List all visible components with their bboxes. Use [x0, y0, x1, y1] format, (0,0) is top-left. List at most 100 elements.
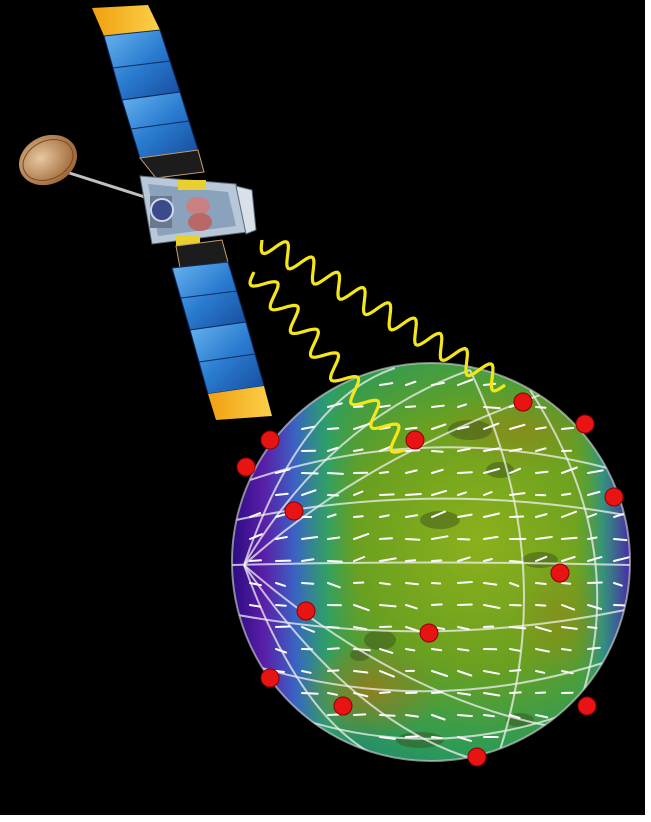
wind-arrow — [353, 648, 371, 652]
ground-station-icon — [575, 414, 595, 434]
wind-arrow — [353, 515, 364, 518]
wind-arrow — [457, 670, 473, 677]
wind-arrow — [535, 582, 547, 585]
ground-station-icon — [236, 457, 256, 477]
wind-arrow — [275, 648, 288, 654]
ground-station-icon — [577, 696, 597, 716]
wind-arrow — [301, 558, 315, 562]
wind-arrow — [353, 448, 364, 452]
wind-arrow — [561, 556, 576, 562]
wind-arrow — [301, 692, 319, 695]
earth-globe — [231, 362, 631, 762]
wind-arrow — [301, 536, 319, 540]
ground-stations — [236, 392, 624, 767]
wind-arrow — [379, 670, 395, 678]
wind-arrow — [613, 556, 630, 562]
wind-arrow — [301, 670, 312, 674]
wind-arrow — [431, 489, 448, 496]
wind-arrow — [431, 381, 445, 386]
solar-panel-upper — [92, 5, 205, 179]
wind-arrow — [561, 626, 578, 630]
wind-arrow — [431, 423, 447, 430]
wind-arrow — [535, 426, 547, 430]
wind-arrow — [457, 513, 473, 518]
wind-arrow — [613, 582, 623, 587]
wind-arrow — [431, 559, 443, 562]
wind-arrow — [483, 692, 501, 697]
wind-arrow — [561, 604, 576, 611]
wind-arrow — [405, 538, 421, 541]
wind-arrow — [327, 647, 340, 650]
wind-arrow — [327, 536, 341, 540]
wind-arrow — [353, 423, 371, 430]
wind-arrow — [379, 648, 394, 654]
wind-arrow — [509, 669, 522, 672]
wind-arrow — [483, 467, 501, 474]
wind-arrow — [457, 491, 467, 496]
wind-arrow — [483, 625, 495, 628]
wave-signal-icon — [259, 239, 506, 393]
wind-arrow — [431, 535, 449, 540]
wind-arrow — [509, 560, 524, 563]
ground-station-icon — [333, 696, 353, 716]
wind-arrow — [431, 648, 443, 652]
wind-arrow — [587, 646, 601, 650]
wind-arrow — [327, 402, 343, 408]
wind-arrow — [327, 692, 338, 696]
wind-arrow — [405, 626, 421, 633]
wind-arrow — [535, 555, 548, 562]
ground-station-icon — [284, 501, 304, 521]
wind-arrow — [535, 626, 552, 633]
wind-arrow — [535, 447, 547, 452]
wind-arrow — [457, 471, 473, 474]
wind-arrow — [379, 736, 396, 740]
ground-station-icon — [260, 430, 280, 450]
wind-arrow — [249, 559, 263, 562]
wind-arrow — [483, 535, 499, 540]
wind-arrow — [561, 670, 574, 675]
ground-station-icon — [419, 623, 439, 643]
wind-arrow — [561, 466, 578, 474]
wind-arrow — [457, 581, 473, 584]
wind-arrow — [483, 512, 500, 518]
wind-arrow — [535, 670, 546, 674]
wind-arrow — [457, 447, 471, 452]
wind-arrow — [353, 581, 365, 584]
signal-waves — [248, 239, 506, 454]
wind-arrow — [353, 532, 370, 540]
wind-arrow — [405, 405, 417, 408]
wind-arrow — [431, 404, 445, 408]
wind-arrow — [431, 670, 449, 677]
wind-arrow — [275, 468, 291, 474]
wind-arrow — [431, 736, 443, 740]
wind-arrow — [353, 713, 367, 716]
wind-arrow — [405, 449, 421, 452]
wind-arrow — [405, 735, 419, 738]
wind-arrow — [327, 560, 343, 563]
wind-arrow — [483, 670, 500, 675]
wind-arrow — [587, 626, 598, 629]
wind-arrow — [457, 626, 470, 631]
wind-arrow — [379, 471, 390, 474]
wind-arrow — [561, 492, 572, 496]
wind-arrow — [301, 582, 315, 585]
wind-vectors — [249, 378, 630, 742]
wind-arrow — [379, 691, 391, 694]
wind-arrow — [431, 510, 446, 518]
ground-station-icon — [550, 563, 570, 583]
wind-arrow — [405, 604, 418, 610]
wind-arrow — [301, 626, 315, 633]
wind-arrow — [353, 626, 368, 631]
wind-arrow — [405, 559, 417, 562]
wind-arrow — [457, 538, 471, 541]
wind-arrow — [275, 582, 286, 587]
wind-arrow — [457, 378, 474, 386]
wind-arrow — [509, 714, 521, 719]
wind-arrow — [561, 536, 578, 540]
ground-station-icon — [604, 487, 624, 507]
wind-arrow — [535, 513, 548, 518]
wind-arrow — [431, 691, 443, 694]
wind-arrow — [379, 382, 394, 386]
satellite-body — [139, 175, 257, 246]
wind-arrow — [431, 714, 446, 721]
